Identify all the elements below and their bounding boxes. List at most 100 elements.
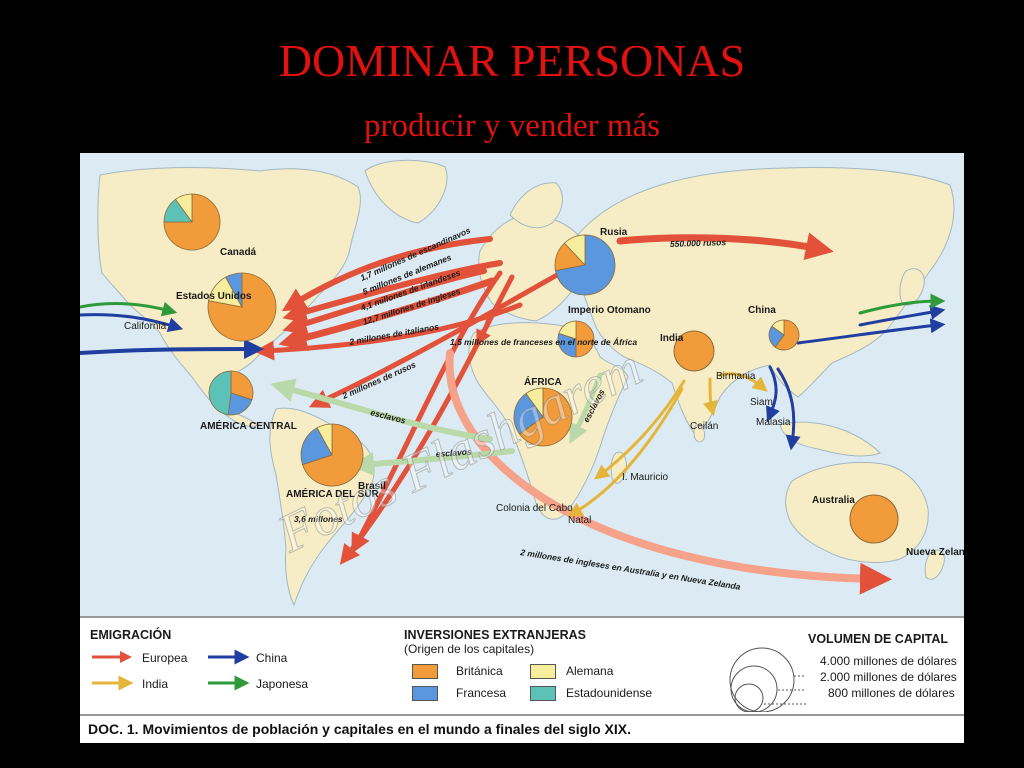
swatch-estadounidense — [530, 686, 556, 701]
arrow-sudamerica-2 — [339, 274, 515, 565]
pie-slice-africa-francesa — [513, 392, 544, 435]
pie-slice-africa-alemana — [525, 387, 544, 419]
flow-label-esclavos-2: esclavos — [435, 446, 472, 459]
legend-volume-800: 800 millones de dólares — [828, 686, 955, 700]
arrow-esclavos-africa — [569, 372, 603, 444]
pie-ottoman — [557, 320, 595, 358]
arrow-japan-america — [80, 301, 178, 317]
asian-emigration-arrows — [80, 293, 946, 517]
arrow-italianos — [254, 302, 523, 361]
label-south-america: AMÉRICA DEL SUR — [286, 487, 380, 500]
legend-china-label: China — [256, 651, 288, 665]
legend-emigration-items — [92, 649, 250, 691]
pie-slice-south_america-francesa — [300, 427, 333, 466]
map-legend: EMIGRACIÓN Europea China India Japonesa … — [80, 616, 964, 715]
pie-slice-usa-francesa — [225, 272, 243, 308]
world-map: Canadá Estados Unidos California AMÉRICA… — [80, 153, 964, 616]
slide-subtitle: producir y vender más — [364, 108, 660, 144]
arrow-china-america-1 — [80, 339, 264, 360]
pie-india — [673, 330, 715, 372]
pie-africa — [513, 387, 573, 447]
pie-slice-canada-alemana — [174, 193, 193, 224]
arrow-india-ceilan — [702, 377, 718, 417]
arrow-japan-east — [858, 293, 946, 315]
pie-australia — [849, 494, 899, 544]
label-mauricio: I. Mauricio — [622, 472, 669, 483]
label-cape: Colonia del Cabo — [496, 503, 573, 514]
label-canada: Canadá — [220, 247, 257, 258]
label-africa: ÁFRICA — [524, 375, 562, 388]
arrow-rusos — [308, 268, 567, 408]
european-emigration-arrows — [254, 232, 892, 595]
label-natal: Natal — [568, 515, 591, 526]
place-labels: Canadá Estados Unidos California AMÉRICA… — [124, 227, 964, 558]
caption-text: DOC. 1. Movimientos de población y capit… — [88, 721, 632, 737]
arrow-esclavos-centroamerica — [270, 378, 493, 442]
pie-central-america — [208, 370, 254, 416]
land-sri-lanka — [693, 424, 705, 443]
legend-volume-2000: 2.000 millones de dólares — [820, 670, 957, 684]
pie-slice-south_america-alemana — [316, 423, 333, 456]
pie-slice-ottoman-francesa — [557, 332, 577, 358]
land-indonesia — [779, 421, 881, 457]
legend-francesa-label: Francesa — [456, 686, 507, 700]
flow-label-franceses: 1,5 millones de franceses en el norte de… — [450, 337, 637, 347]
arrow-india-natal — [567, 387, 684, 517]
legend-investment-subtitle: (Origen de los capitales) — [404, 642, 535, 656]
swatch-francesa — [412, 686, 438, 701]
arrow-india-mauricio — [594, 379, 686, 480]
pie-slice-china-britanica — [774, 319, 800, 351]
volume-circle-small — [734, 683, 764, 712]
label-brasil: Brasil — [358, 481, 386, 492]
volume-circle-medium — [730, 665, 778, 712]
land-new-zealand — [924, 549, 945, 580]
arrow-ingleses — [278, 277, 496, 352]
pie-slice-central_america-britanica — [230, 370, 254, 401]
flow-label-rusos-siberia: 550.000 rusos — [670, 237, 727, 249]
legend-emigration-arrows — [92, 649, 250, 691]
legend-india-label: India — [142, 677, 169, 691]
legend-japonesa-label: Japonesa — [256, 677, 309, 691]
land-asia — [574, 167, 955, 434]
pie-slice-australia-britanica — [849, 494, 899, 544]
swatch-britanica — [412, 664, 438, 679]
legend-estadounidense-label: Estadounidense — [566, 686, 653, 700]
label-india: India — [660, 333, 684, 344]
investment-pies — [163, 193, 899, 544]
label-ottoman: Imperio Otomano — [568, 305, 651, 316]
pie-slice-ottoman-alemana — [558, 320, 577, 340]
arrow-alemanes — [282, 260, 503, 324]
legend-volume-circles — [729, 647, 806, 712]
arrow-india-birmania — [718, 372, 768, 392]
legend-europea-label: Europea — [142, 651, 188, 665]
label-australia: Australia — [812, 495, 855, 506]
label-central-america: AMÉRICA CENTRAL — [200, 419, 297, 432]
pie-slice-africa-britanica — [518, 387, 573, 447]
label-ceilan: Ceilán — [690, 421, 718, 432]
arrow-china-east-2 — [858, 304, 946, 327]
arrow-australia-nz — [445, 349, 892, 595]
legend-alemana-label: Alemana — [566, 664, 614, 678]
arrow-sudamerica-1 — [351, 270, 503, 554]
pie-slice-russia-alemana — [563, 234, 586, 267]
legend-emigration-title: EMIGRACIÓN — [90, 628, 172, 642]
label-russia: Rusia — [600, 227, 628, 238]
arrow-china-siam — [766, 365, 780, 422]
label-siam: Siam — [750, 397, 773, 408]
flow-label-sudamerica: 3,6 millones — [294, 514, 343, 524]
pie-slice-india-britanica — [673, 330, 715, 372]
figure-caption: DOC. 1. Movimientos de población y capit… — [80, 714, 964, 743]
land-scandinavia — [509, 182, 563, 229]
slide-title: DOMINAR PERSONAS — [278, 35, 746, 86]
legend-britanica-label: Británica — [456, 664, 503, 678]
pie-usa — [207, 272, 277, 342]
pie-russia — [554, 234, 616, 296]
arrow-irlandeses — [282, 268, 487, 335]
label-california: California — [124, 321, 167, 332]
legend-volume-title: VOLUMEN DE CAPITAL — [808, 632, 949, 646]
legend-volume-4000: 4.000 millones de dólares — [820, 654, 957, 668]
legend-investment-title: INVERSIONES EXTRANJERAS — [404, 628, 586, 642]
arrow-rusos-siberia — [616, 232, 834, 260]
pie-south-america — [300, 423, 364, 487]
swatch-alemana — [530, 664, 556, 679]
